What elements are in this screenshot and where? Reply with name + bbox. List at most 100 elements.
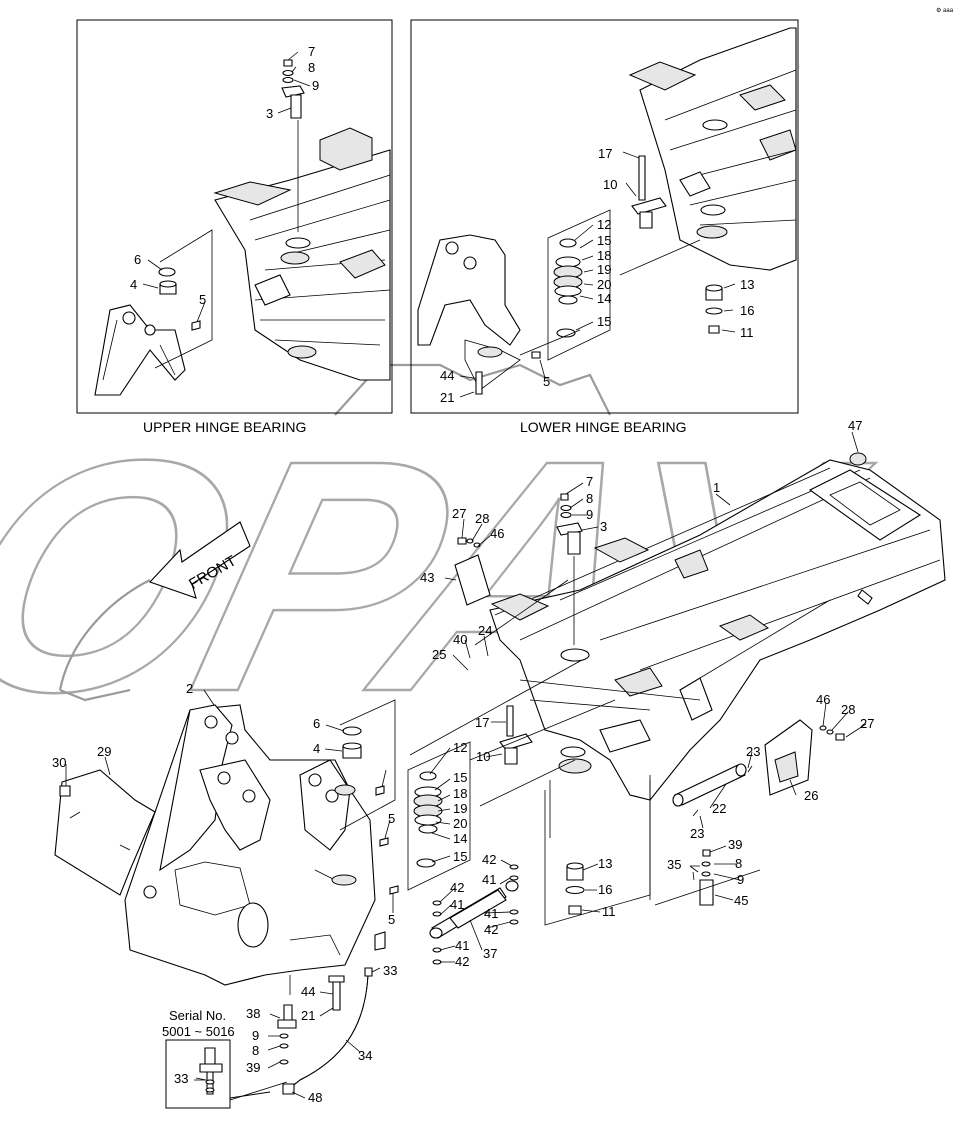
label-40: 40 (453, 632, 467, 647)
label-27: 27 (452, 506, 466, 521)
label-28: 28 (475, 511, 489, 526)
lower-label-44: 44 (440, 368, 454, 383)
label-9-b: 9 (252, 1028, 259, 1043)
label-7: 7 (586, 474, 593, 489)
label-38: 38 (246, 1006, 260, 1021)
rear-frame (489, 452, 946, 801)
label-46-b: 46 (816, 692, 830, 707)
label-42-b: 42 (450, 880, 464, 895)
label-33-a: 33 (383, 963, 397, 978)
upper-label-8: 8 (308, 60, 315, 75)
label-27-b: 27 (860, 716, 874, 731)
lower-label-15-top: 15 (597, 233, 611, 248)
label-1: 1 (713, 480, 720, 495)
label-39-b: 39 (728, 837, 742, 852)
label-13: 13 (598, 856, 612, 871)
label-8-c: 8 (735, 856, 742, 871)
serial-inset (165, 1039, 271, 1109)
label-46: 46 (490, 526, 504, 541)
upper-hinge-caption: UPPER HINGE BEARING (143, 419, 306, 435)
lower-hinge-inset: 17 10 12 15 18 19 20 14 15 13 16 11 44 2… (410, 19, 799, 414)
watermark-swoosh (58, 579, 151, 702)
label-47: 47 (848, 418, 862, 433)
lower-label-20: 20 (597, 277, 611, 292)
label-20: 20 (453, 816, 467, 831)
serial-range: 5001 ~ 5016 (162, 1024, 235, 1039)
label-14: 14 (453, 831, 467, 846)
label-15-top: 15 (453, 770, 467, 785)
upper-label-6: 6 (134, 252, 141, 267)
label-35: 35 (667, 857, 681, 872)
cylinder-37 (429, 864, 519, 965)
lower-inset-frame (410, 19, 799, 414)
upper-label-7: 7 (308, 44, 315, 59)
lower-label-11: 11 (740, 325, 754, 340)
label-37: 37 (483, 946, 497, 961)
label-10: 10 (476, 749, 490, 764)
label-16: 16 (598, 882, 612, 897)
serial-inset-frame (165, 1039, 231, 1109)
label-19: 19 (453, 801, 467, 816)
label-17: 17 (475, 715, 489, 730)
label-33-b: 33 (174, 1071, 188, 1086)
label-39-a: 39 (246, 1060, 260, 1075)
label-41-c: 41 (484, 906, 498, 921)
lower-front-link (417, 234, 521, 391)
cover-plate-29 (54, 769, 156, 896)
label-41-a: 41 (482, 872, 496, 887)
lower-label-21: 21 (440, 390, 454, 405)
shaft-22 (672, 763, 753, 817)
main-left-bearings (339, 699, 399, 895)
label-25: 25 (432, 647, 446, 662)
lower-hinge-caption: LOWER HINGE BEARING (520, 419, 686, 435)
label-42-d: 42 (455, 954, 469, 969)
corner-mark: ⚙ ааа (936, 7, 954, 14)
label-9: 9 (586, 507, 593, 522)
label-28-b: 28 (841, 702, 855, 717)
main-bearing-stack (407, 699, 616, 891)
label-4: 4 (313, 741, 320, 756)
upper-pin-assembly (154, 59, 305, 369)
label-41-d: 41 (455, 938, 469, 953)
label-21: 21 (301, 1008, 315, 1023)
lower-label-18: 18 (597, 248, 611, 263)
front-frame (124, 704, 386, 986)
upper-label-3: 3 (266, 106, 273, 121)
lower-label-5: 5 (543, 374, 550, 389)
lower-bearing-stack (475, 155, 723, 395)
label-34: 34 (358, 1048, 372, 1063)
label-30: 30 (52, 755, 66, 770)
lower-label-14: 14 (597, 291, 611, 306)
label-26: 26 (804, 788, 818, 803)
access-panel-26 (764, 719, 845, 796)
lower-label-17: 17 (598, 146, 612, 161)
label-3: 3 (600, 519, 607, 534)
pin-and-hose (229, 967, 373, 1101)
label-22: 22 (712, 801, 726, 816)
label-15-bottom: 15 (453, 849, 467, 864)
upper-label-9: 9 (312, 78, 319, 93)
label-8: 8 (586, 491, 593, 506)
lower-label-15-bottom: 15 (597, 314, 611, 329)
label-42-a: 42 (482, 852, 496, 867)
label-24: 24 (478, 623, 492, 638)
lower-label-13: 13 (740, 277, 754, 292)
label-44: 44 (301, 984, 315, 999)
lower-label-12: 12 (597, 217, 611, 232)
label-9-c: 9 (737, 872, 744, 887)
lower-frame-casting (628, 27, 797, 271)
label-18: 18 (453, 786, 467, 801)
label-41-b: 41 (450, 897, 464, 912)
label-2: 2 (186, 681, 193, 696)
label-43: 43 (420, 570, 434, 585)
upper-hinge-inset: 7 8 9 3 6 4 5 (76, 19, 393, 414)
label-23-a: 23 (746, 744, 760, 759)
label-6: 6 (313, 716, 320, 731)
upper-inset-frame (76, 19, 393, 414)
lower-label-16: 16 (740, 303, 754, 318)
main-leader-lines (65, 431, 867, 1099)
label-5-a: 5 (388, 811, 395, 826)
pin-45-group (649, 780, 761, 906)
